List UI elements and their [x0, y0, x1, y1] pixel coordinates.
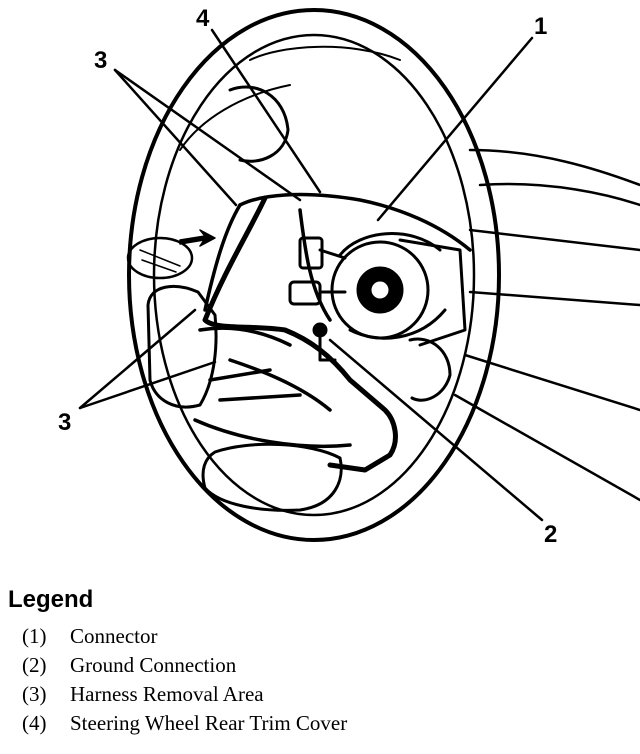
callout-3-top: 3 [94, 47, 107, 74]
legend-item-number: (4) [22, 711, 47, 735]
spoke-label-plate [126, 229, 216, 280]
leader-2 [328, 338, 544, 522]
steering-hub [330, 232, 467, 347]
leader-3-bottom-a [78, 308, 197, 410]
leader-1 [376, 36, 534, 222]
steering-wheel-rim [127, 8, 501, 542]
legend-item: (2) Ground Connection [22, 651, 632, 680]
callout-4: 4 [196, 5, 210, 32]
dashboard-outline [453, 148, 640, 502]
ground-connection [312, 322, 337, 362]
leader-3-top-b [113, 68, 302, 202]
legend-item-number: (2) [22, 653, 47, 677]
legend: Legend (1) Connector (2) Ground Connection… [8, 586, 632, 738]
legend-item-text: Steering Wheel Rear Trim Cover [70, 711, 348, 735]
leader-3-bottom-b [78, 360, 217, 410]
callout-2: 2 [544, 521, 557, 548]
legend-item-number: (3) [22, 682, 47, 706]
legend-item: (1) Connector [22, 622, 632, 651]
legend-list: (1) Connector (2) Ground Connection (3) Har… [8, 622, 632, 738]
legend-item: (3) Harness Removal Area [22, 680, 632, 709]
leader-3-top-a [113, 68, 238, 207]
legend-item-text: Connector [70, 624, 158, 648]
connector [288, 236, 347, 306]
rear-trim-cover [193, 192, 472, 449]
leader-lines [78, 28, 544, 522]
callout-1: 1 [534, 13, 547, 40]
steering-wheel-diagram: 1 2 3 3 4 [58, 5, 640, 548]
legend-item-text: Ground Connection [70, 653, 237, 677]
legend-item-text: Harness Removal Area [70, 682, 264, 706]
callout-3-bottom: 3 [58, 409, 71, 436]
legend-item-number: (1) [22, 624, 47, 648]
legend-title: Legend [8, 586, 94, 613]
leader-4 [210, 28, 322, 194]
wiring-harness [202, 195, 398, 473]
legend-item: (4) Steering Wheel Rear Trim Cover [22, 709, 632, 738]
